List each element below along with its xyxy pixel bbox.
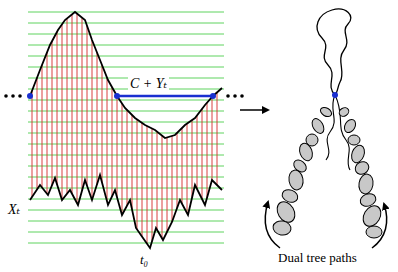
point	[210, 93, 216, 99]
function-label: C + Yₜ	[128, 76, 169, 91]
bottom-curve	[30, 175, 222, 248]
upper-loop	[317, 9, 351, 95]
point	[114, 93, 120, 99]
point	[332, 92, 338, 98]
map-arrow	[240, 109, 268, 111]
chord-line	[117, 95, 213, 98]
caption-label: Dual tree paths	[276, 251, 359, 265]
tree-blobs	[272, 106, 385, 238]
point	[27, 93, 33, 99]
pointer-arrow	[265, 202, 280, 248]
ellipsis-dots	[4, 94, 244, 98]
pointer-arrow	[372, 204, 387, 248]
tree-branch	[326, 95, 335, 160]
top-curve	[30, 12, 222, 138]
function-label: Xₜ	[6, 202, 22, 217]
time-label: t₀	[138, 253, 150, 267]
